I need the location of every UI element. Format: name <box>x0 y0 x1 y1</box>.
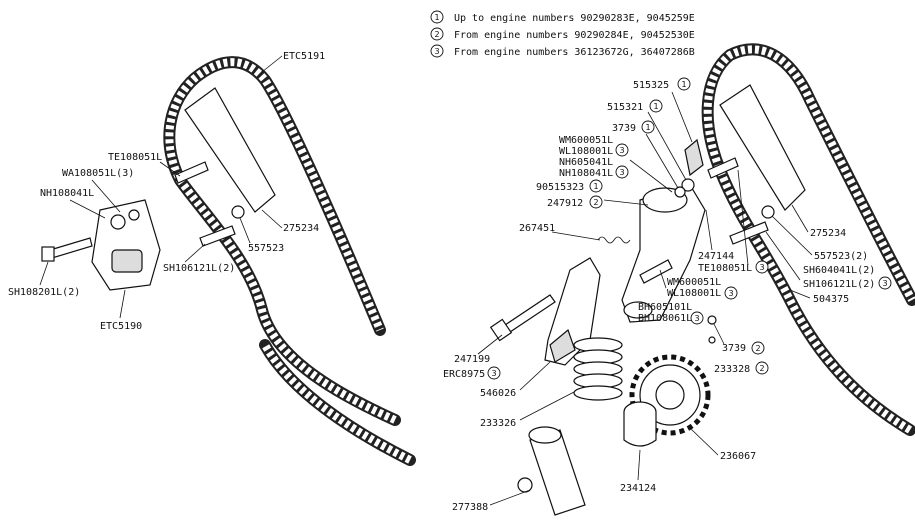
svg-text:1: 1 <box>653 102 658 111</box>
label-557523-right: 557523(2) <box>814 251 868 262</box>
legend-marker-3 <box>430 44 444 58</box>
right-washer-557523 <box>761 205 775 219</box>
label-515321: 515321 <box>607 102 643 113</box>
right-bolt-sh106121l <box>729 221 769 245</box>
label-wl108001l-1: WL108001L <box>559 146 613 157</box>
label-bh605101l: BH605101L <box>638 302 692 313</box>
left-tensioner-etc5190 <box>91 199 161 291</box>
svg-text:3: 3 <box>694 314 699 323</box>
label-wm600051l-1: WM600051L <box>559 135 613 146</box>
legend-text-3: From engine numbers 36123672G, 36407286B <box>454 47 695 58</box>
part-515321 <box>681 178 695 192</box>
variant-markers: 1 1 1 3 3 1 2 3 3 3 3 2 2 3 <box>487 77 892 380</box>
legend-num-3: 3 <box>434 47 439 56</box>
part-3739-lower <box>707 315 717 325</box>
label-te108051l-right: TE108051L <box>698 263 752 274</box>
label-247199: 247199 <box>454 354 490 365</box>
label-sh604041l: SH604041L(2) <box>803 265 875 276</box>
svg-text:1: 1 <box>645 123 650 132</box>
legend-text-2: From engine numbers 90290284E, 90452530E <box>454 30 695 41</box>
right-assembly: 1 1 1 3 3 1 2 3 3 3 3 2 2 3 515325 51532… <box>443 43 915 516</box>
svg-text:3: 3 <box>619 146 624 155</box>
label-te108051l: TE108051L <box>108 152 162 163</box>
left-bolt-sh108201l <box>49 237 93 259</box>
svg-text:3: 3 <box>759 263 764 272</box>
part-247199-bolt <box>504 294 556 333</box>
left-assembly: ETC5191 TE108051L WA108051L(3) NH108041L… <box>8 51 416 466</box>
svg-text:3: 3 <box>491 369 496 378</box>
label-247144: 247144 <box>698 251 734 262</box>
part-bh605101l <box>639 259 673 284</box>
legend-num-2: 2 <box>434 30 439 39</box>
left-timing-chain-lower <box>259 339 416 466</box>
label-sh108201l: SH108201L(2) <box>8 287 80 298</box>
svg-text:3: 3 <box>882 279 887 288</box>
label-275234-left: 275234 <box>283 223 319 234</box>
label-275234-right: 275234 <box>810 228 846 239</box>
label-3739-upper: 3739 <box>612 123 636 134</box>
left-bolt-sh106121l <box>199 225 236 247</box>
svg-text:2: 2 <box>593 198 598 207</box>
label-515325: 515325 <box>633 80 669 91</box>
label-nh605041l: NH605041L <box>559 157 613 168</box>
label-557523-left: 557523 <box>248 243 284 254</box>
label-nh108041l: NH108041L <box>40 188 94 199</box>
svg-text:3: 3 <box>728 289 733 298</box>
label-wa108051l: WA108051L(3) <box>62 168 134 179</box>
legend-marker-2 <box>430 27 444 41</box>
label-sh106121l-left: SH106121L(2) <box>163 263 235 274</box>
svg-text:1: 1 <box>593 182 598 191</box>
label-etc5191: ETC5191 <box>283 51 325 62</box>
svg-text:2: 2 <box>755 344 760 353</box>
label-504375: 504375 <box>813 294 849 305</box>
part-277388-tube <box>517 426 586 516</box>
part-233328 <box>708 336 716 344</box>
part-3739-upper <box>674 186 686 198</box>
label-277388: 277388 <box>452 502 488 513</box>
label-bh108061l: BH108061L <box>638 313 692 324</box>
svg-text:2: 2 <box>759 364 764 373</box>
label-233326: 233326 <box>480 418 516 429</box>
part-515325 <box>684 138 704 177</box>
part-267451-spring <box>597 236 631 244</box>
legend-text-1: Up to engine numbers 90290283E, 9045259E <box>454 13 695 24</box>
legend-num-1: 1 <box>434 13 439 22</box>
svg-text:1: 1 <box>681 80 686 89</box>
label-234124: 234124 <box>620 483 656 494</box>
label-wl108001l-2: WL108001L <box>667 288 721 299</box>
label-wm600051l-2: WM600051L <box>667 277 721 288</box>
label-267451: 267451 <box>519 223 555 234</box>
label-sh106121l-right: SH106121L(2) <box>803 279 875 290</box>
label-etc5190: ETC5190 <box>100 321 142 332</box>
left-washer-557523 <box>231 205 245 219</box>
label-90515323: 90515323 <box>536 182 584 193</box>
label-233328: 233328 <box>714 364 750 375</box>
label-247912: 247912 <box>547 198 583 209</box>
label-236067: 236067 <box>720 451 756 462</box>
right-stud-te108051l <box>707 157 739 179</box>
legend-marker-1 <box>430 10 444 24</box>
right-tensioner-body <box>621 184 706 323</box>
part-233326-spring <box>573 337 623 401</box>
label-3739-lower: 3739 <box>722 343 746 354</box>
part-234124-bush <box>623 401 657 447</box>
legend: 1 Up to engine numbers 90290283E, 904525… <box>430 10 695 58</box>
label-erc8975: ERC8975 <box>443 369 485 380</box>
svg-text:3: 3 <box>619 168 624 177</box>
left-slipper-275234 <box>184 87 276 213</box>
left-stud-te108051l <box>174 161 209 184</box>
label-nh108041l-right: NH108041L <box>559 168 613 179</box>
right-slipper-275234 <box>719 84 806 211</box>
label-546026: 546026 <box>480 388 516 399</box>
